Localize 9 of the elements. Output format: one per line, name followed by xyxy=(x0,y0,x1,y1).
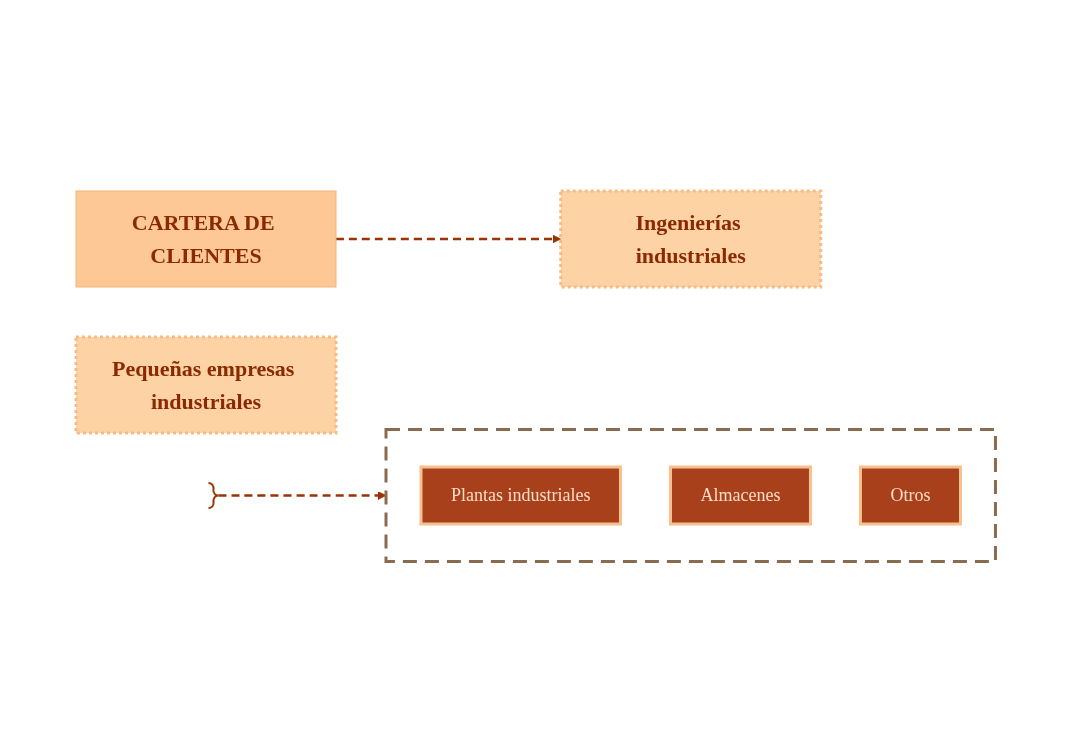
node-bracket xyxy=(207,482,220,510)
node-box: Ingenierías industriales xyxy=(559,189,822,289)
cluster xyxy=(384,428,997,564)
node-box: Plantas industriales xyxy=(419,465,622,526)
node-box: Otros xyxy=(858,465,962,526)
node-box: Pequeñas empresas industriales xyxy=(74,335,338,435)
node-box: Almacenes xyxy=(668,465,812,526)
node-box: CARTERA DE CLIENTES xyxy=(75,190,337,288)
arrow xyxy=(335,234,561,244)
